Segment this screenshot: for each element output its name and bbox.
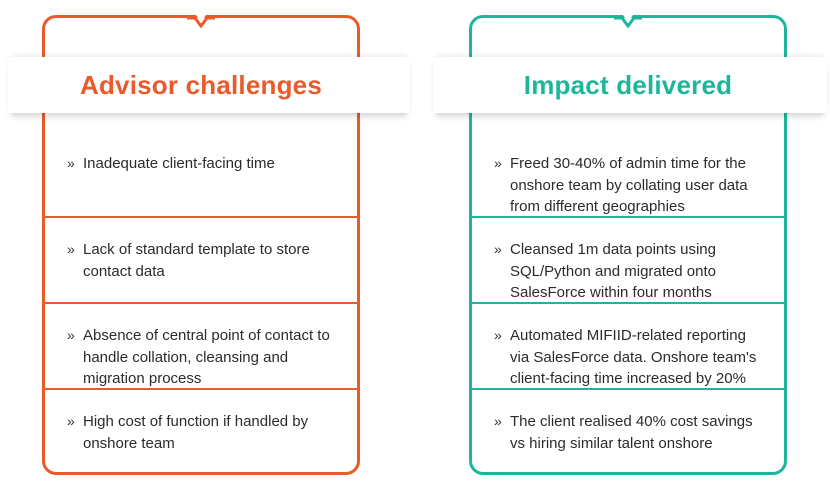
bullet-icon: » — [67, 413, 75, 429]
impact-text: Cleansed 1m data points using SQL/Python… — [510, 241, 716, 301]
challenges-list: » Inadequate client-facing time » Lack o… — [45, 131, 357, 472]
bullet-icon: » — [67, 327, 75, 343]
bullet-icon: » — [494, 413, 502, 429]
challenge-text: High cost of function if handled by onsh… — [83, 413, 309, 452]
item-divider — [45, 302, 357, 304]
bullet-icon: » — [494, 327, 502, 343]
item-divider — [45, 388, 357, 390]
impact-item: » The client realised 40% cost savings v… — [472, 399, 784, 454]
notch-icon — [187, 15, 215, 29]
bullet-icon: » — [494, 241, 502, 257]
impact-header-band: Impact delivered — [433, 57, 827, 113]
challenge-text: Lack of standard template to store conta… — [83, 241, 310, 280]
impact-item: » Cleansed 1m data points using SQL/Pyth… — [472, 227, 784, 304]
impact-text: The client realised 40% cost savings vs … — [510, 413, 753, 452]
challenges-title: Advisor challenges — [79, 70, 323, 100]
impact-title: Impact delivered — [523, 70, 733, 100]
challenge-item: » Inadequate client-facing time — [45, 141, 357, 175]
impact-text: Freed 30-40% of admin time for the onsho… — [510, 155, 748, 215]
challenge-item: » High cost of function if handled by on… — [45, 399, 357, 454]
challenge-item: » Lack of standard template to store con… — [45, 227, 357, 282]
challenge-text: Inadequate client-facing time — [83, 155, 275, 172]
impact-list: » Freed 30-40% of admin time for the ons… — [472, 131, 784, 472]
bullet-icon: » — [67, 155, 75, 171]
challenge-text: Absence of central point of contact to h… — [83, 327, 330, 387]
bullet-icon: » — [494, 155, 502, 171]
challenge-item: » Absence of central point of contact to… — [45, 313, 357, 390]
bullet-icon: » — [67, 241, 75, 257]
challenges-header-band: Advisor challenges — [8, 57, 410, 113]
impact-text: Automated MIFIID-related reporting via S… — [510, 327, 757, 387]
item-divider — [472, 302, 784, 304]
item-divider — [45, 216, 357, 218]
impact-item: » Automated MIFIID-related reporting via… — [472, 313, 784, 390]
notch-icon — [614, 15, 642, 29]
impact-item: » Freed 30-40% of admin time for the ons… — [472, 141, 784, 218]
item-divider — [472, 388, 784, 390]
item-divider — [472, 216, 784, 218]
